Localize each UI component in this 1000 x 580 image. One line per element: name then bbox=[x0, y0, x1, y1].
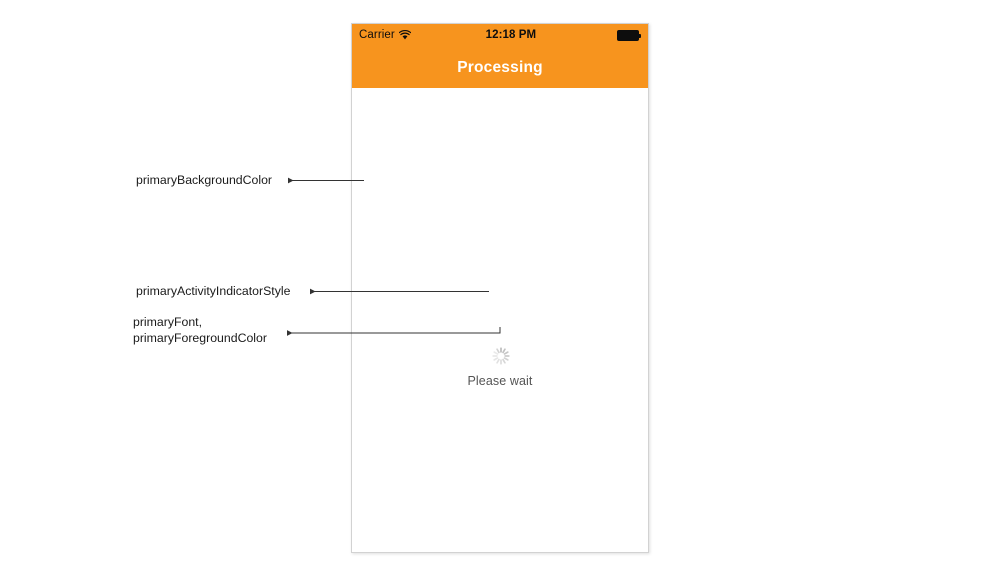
battery-full-icon bbox=[617, 30, 641, 41]
page-title: Processing bbox=[457, 58, 543, 76]
screen-content: Please wait bbox=[352, 88, 648, 552]
status-bar-time: 12:18 PM bbox=[485, 28, 537, 41]
status-bar-left: Carrier bbox=[359, 27, 412, 45]
wifi-icon bbox=[398, 27, 412, 45]
status-bar: Carrier 12:18 PM bbox=[352, 24, 648, 47]
carrier-label: Carrier bbox=[359, 28, 395, 41]
status-bar-right bbox=[617, 30, 641, 41]
navigation-bar: Carrier 12:18 PM bbox=[352, 24, 648, 88]
annotation-primary-activity-indicator-style: primaryActivityIndicatorStyle bbox=[136, 284, 291, 298]
annotation-primary-font-foreground-color: primaryFont, primaryForegroundColor bbox=[133, 315, 267, 345]
status-message: Please wait bbox=[467, 374, 533, 388]
phone-mockup: Carrier 12:18 PM bbox=[351, 23, 649, 553]
annotation-primary-background-color: primaryBackgroundColor bbox=[136, 173, 273, 187]
activity-indicator-spinner bbox=[491, 346, 511, 366]
